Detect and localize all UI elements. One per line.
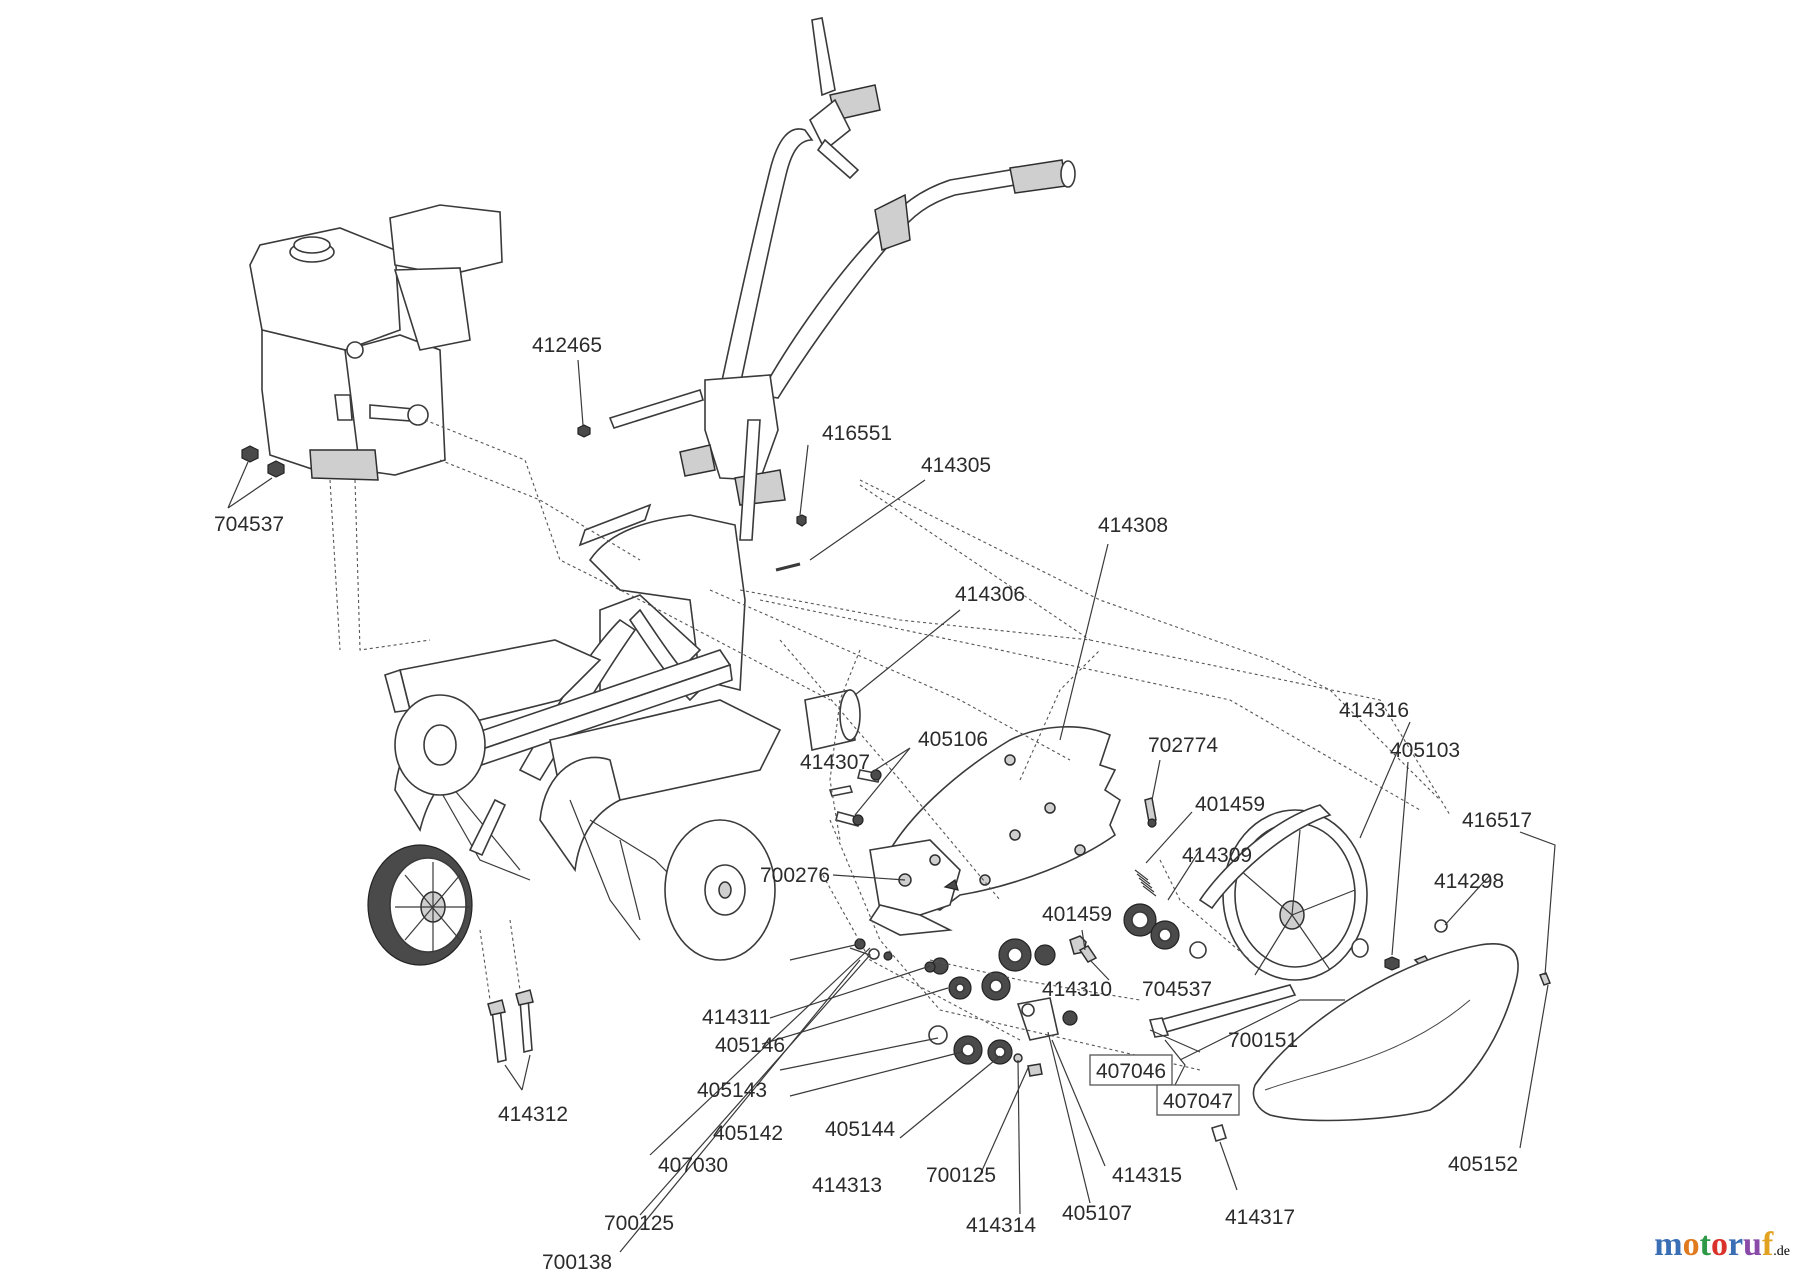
label-405103: 405103 <box>1390 739 1460 762</box>
logo-letter: o <box>1710 1226 1728 1263</box>
motoruf-logo: motoruf.de <box>1654 1226 1790 1264</box>
logo-letter: u <box>1743 1226 1762 1263</box>
belt-guard-416517 <box>1210 943 1519 1142</box>
label-416517: 416517 <box>1462 809 1532 832</box>
label-704537-top: 704537 <box>214 513 284 536</box>
logo-suffix: .de <box>1773 1244 1790 1259</box>
assembly-guide-lines <box>329 419 1451 1071</box>
label-414311: 414311 <box>702 1006 771 1029</box>
bolts-414312 <box>487 989 534 1063</box>
label-414314: 414314 <box>966 1214 1036 1237</box>
label-700125-mid: 700125 <box>926 1164 996 1187</box>
label-414298: 414298 <box>1434 870 1504 893</box>
logo-letter: o <box>1682 1226 1700 1263</box>
label-414307: 414307 <box>800 751 870 774</box>
label-414309: 414309 <box>1182 844 1252 867</box>
bolts-405106 <box>828 769 882 827</box>
spring-401459 <box>1134 869 1157 897</box>
label-700151: 700151 <box>1228 1029 1298 1052</box>
label-700276: 700276 <box>760 864 830 887</box>
label-405106: 405106 <box>918 728 988 751</box>
label-405152: 405152 <box>1448 1153 1518 1176</box>
engine <box>249 204 503 481</box>
handlebar-assembly <box>608 17 1076 541</box>
leader-lines <box>227 359 1556 1253</box>
label-414310: 414310 <box>1042 978 1112 1001</box>
label-407047: 407047 <box>1163 1090 1233 1113</box>
belt-cover-plate <box>868 726 1121 936</box>
label-405143: 405143 <box>697 1079 767 1102</box>
label-414312: 414312 <box>498 1103 568 1126</box>
label-414315: 414315 <box>1112 1164 1182 1187</box>
label-700125-bottom: 700125 <box>604 1212 674 1235</box>
box-407047 <box>1156 1084 1240 1116</box>
label-401459-mid: 401459 <box>1042 903 1112 926</box>
label-405107: 405107 <box>1062 1202 1132 1225</box>
logo-letter: r <box>1727 1226 1744 1263</box>
label-704537-mid: 704537 <box>1142 978 1212 1001</box>
logo-letter: f <box>1761 1226 1774 1263</box>
label-414316: 414316 <box>1339 699 1409 722</box>
logo-letter: t <box>1699 1226 1711 1263</box>
pulley-and-belt <box>1148 804 1368 1038</box>
box-407046 <box>1089 1054 1173 1086</box>
label-405146: 405146 <box>715 1034 785 1057</box>
label-407030: 407030 <box>658 1154 728 1177</box>
logo-letter: m <box>1654 1226 1683 1263</box>
pulley-spacer-414306 <box>804 689 861 751</box>
label-405142: 405142 <box>713 1122 783 1145</box>
label-416551: 416551 <box>822 422 892 445</box>
small-top-parts <box>577 424 807 572</box>
engine-nuts <box>241 445 285 478</box>
bolt-702774 <box>1144 797 1157 828</box>
label-412465: 412465 <box>532 334 602 357</box>
long-bolts <box>789 938 893 961</box>
label-414305: 414305 <box>921 454 991 477</box>
label-414306: 414306 <box>955 583 1025 606</box>
label-702774: 702774 <box>1148 734 1218 757</box>
label-414308: 414308 <box>1098 514 1168 537</box>
label-414317: 414317 <box>1225 1206 1295 1229</box>
label-405144: 405144 <box>825 1118 895 1141</box>
label-700138: 700138 <box>542 1251 612 1272</box>
label-414313: 414313 <box>812 1174 882 1197</box>
label-401459-top: 401459 <box>1195 793 1265 816</box>
label-407046: 407046 <box>1096 1060 1166 1083</box>
transport-wheel <box>367 798 507 966</box>
part-labels: 412465 416551 414305 704537 414308 41430… <box>214 334 1532 1272</box>
